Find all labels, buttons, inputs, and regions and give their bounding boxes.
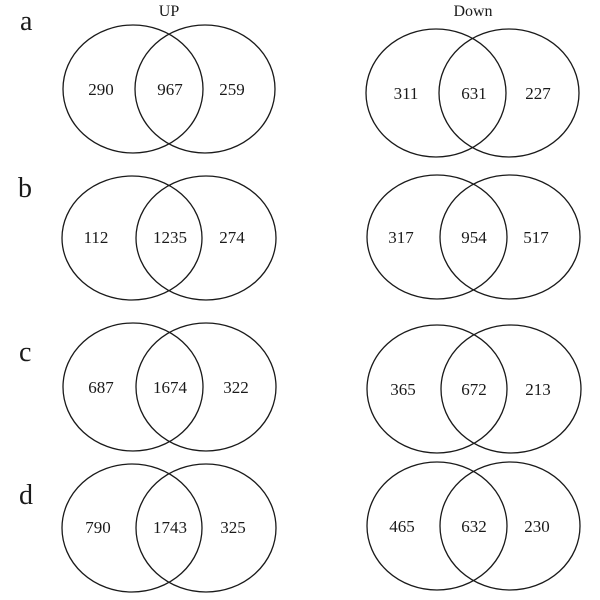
column-header-up: UP (159, 3, 180, 20)
venn-circle-left (366, 174, 508, 300)
count-left-only: 317 (388, 228, 414, 247)
venn-circle-right (438, 28, 580, 158)
count-right-only: 259 (219, 80, 245, 99)
count-overlap: 967 (157, 80, 183, 99)
venn-circle-left (61, 463, 203, 593)
venn-panel-b-down: 317 954 517 (366, 174, 581, 300)
venn-circle-right (135, 175, 277, 301)
count-left-only: 290 (88, 80, 114, 99)
venn-circle-left (62, 24, 204, 154)
venn-panel-a-down: 311 631 227 (365, 28, 580, 158)
venn-circle-left (62, 322, 204, 452)
venn-circle-right (440, 324, 582, 454)
count-left-only: 112 (84, 228, 109, 247)
venn-row-c: c 687 1674 322 365 672 213 (19, 322, 582, 454)
venn-circle-left (61, 175, 203, 301)
count-left-only: 365 (390, 380, 416, 399)
venn-circle-right (439, 461, 581, 591)
venn-circle-right (135, 463, 277, 593)
count-left-only: 790 (85, 518, 111, 537)
count-overlap: 1743 (153, 518, 187, 537)
count-right-only: 213 (525, 380, 551, 399)
count-overlap: 1235 (153, 228, 187, 247)
venn-panel-a-up: 290 967 259 (62, 24, 276, 154)
venn-row-a: a 290 967 259 311 631 227 (20, 6, 580, 158)
venn-panel-c-down: 365 672 213 (366, 324, 582, 454)
row-label-b: b (18, 173, 32, 204)
count-right-only: 227 (525, 84, 551, 103)
venn-circle-right (135, 322, 277, 452)
row-label-a: a (20, 6, 33, 37)
count-left-only: 465 (389, 517, 415, 536)
row-label-d: d (19, 480, 33, 511)
count-right-only: 274 (219, 228, 245, 247)
venn-row-d: d 790 1743 325 465 632 230 (19, 461, 581, 593)
count-right-only: 325 (220, 518, 246, 537)
column-header-down: Down (453, 3, 492, 20)
count-left-only: 311 (394, 84, 419, 103)
count-overlap: 1674 (153, 378, 188, 397)
count-right-only: 230 (524, 517, 550, 536)
venn-panel-d-down: 465 632 230 (366, 461, 581, 591)
venn-circle-right (439, 174, 581, 300)
count-overlap: 631 (461, 84, 487, 103)
count-overlap: 632 (461, 517, 487, 536)
count-right-only: 517 (523, 228, 549, 247)
row-label-c: c (19, 337, 31, 368)
venn-circle-left (365, 28, 507, 158)
count-overlap: 954 (461, 228, 487, 247)
count-right-only: 322 (223, 378, 249, 397)
venn-panel-b-up: 112 1235 274 (61, 175, 277, 301)
count-overlap: 672 (461, 380, 487, 399)
venn-row-b: b 112 1235 274 317 954 517 (18, 173, 581, 301)
venn-circle-left (366, 461, 508, 591)
venn-circle-right (134, 24, 276, 154)
venn-panel-d-up: 790 1743 325 (61, 463, 277, 593)
count-left-only: 687 (88, 378, 114, 397)
venn-circle-left (366, 324, 508, 454)
venn-panel-c-up: 687 1674 322 (62, 322, 277, 452)
